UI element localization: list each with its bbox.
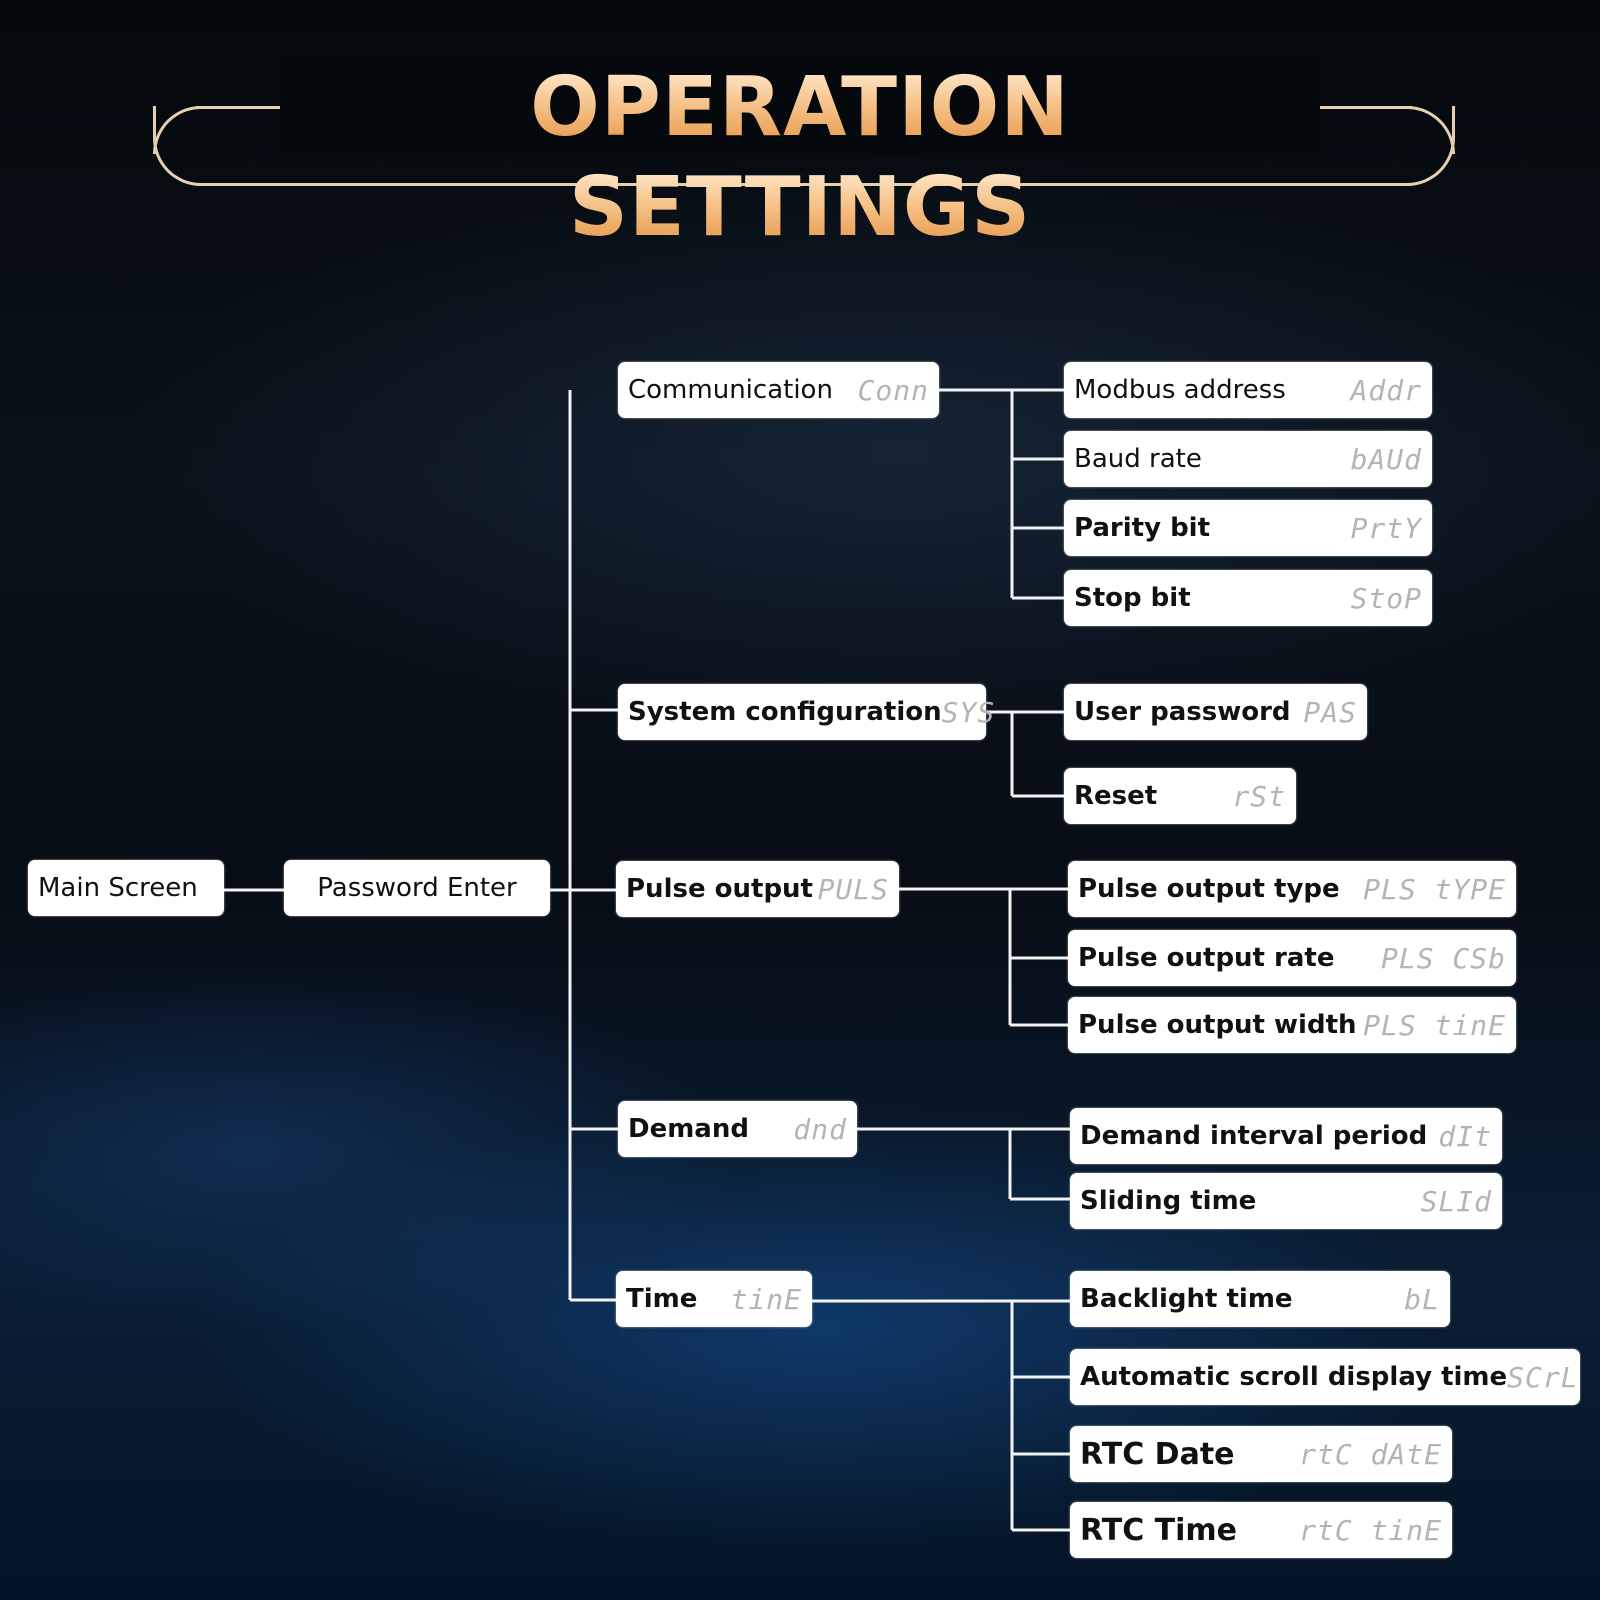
item-code: PLS tinE: [1363, 1008, 1506, 1042]
password-enter-label: Password Enter: [317, 873, 517, 903]
item-label: Parity bit: [1074, 513, 1211, 543]
item-pulse-output-rate: Pulse output rate PLS CSb: [1068, 930, 1516, 986]
item-code: PrtY: [1350, 511, 1422, 545]
item-code: rtC dAtE: [1299, 1437, 1442, 1471]
group-code: tinE: [730, 1282, 802, 1316]
item-label: Automatic scroll display time: [1080, 1362, 1508, 1392]
item-label: Stop bit: [1074, 583, 1191, 613]
item-label: Demand interval period: [1080, 1121, 1428, 1151]
group-system-configuration: System configuration SYS: [618, 684, 994, 740]
item-modbus-address: Modbus address Addr: [1064, 362, 1432, 418]
item-code: bL: [1404, 1282, 1440, 1316]
group-code: dnd: [793, 1112, 847, 1146]
group-demand: Demand dnd: [618, 1101, 857, 1157]
item-label: RTC Date: [1080, 1436, 1235, 1472]
item-label: Backlight time: [1080, 1284, 1293, 1314]
item-baud-rate: Baud rate bAUd: [1064, 431, 1432, 487]
item-reset: Reset rSt: [1064, 768, 1296, 824]
page-title: OPERATION SETTINGS: [280, 58, 1320, 255]
group-label: Time: [626, 1284, 698, 1314]
group-label: Pulse output: [626, 874, 813, 904]
item-rtc-time: RTC Time rtC tinE: [1070, 1502, 1452, 1558]
item-label: RTC Time: [1080, 1512, 1238, 1548]
group-code: Conn: [857, 373, 929, 407]
item-code: bAUd: [1350, 442, 1422, 476]
group-communication: Communication Conn: [618, 362, 939, 418]
item-sliding-time: Sliding time SLId: [1070, 1173, 1502, 1229]
group-label: Communication: [628, 375, 833, 405]
item-code: PLS tYPE: [1363, 872, 1506, 906]
group-code: PULS: [817, 872, 889, 906]
group-label: System configuration: [628, 697, 942, 727]
item-stop-bit: Stop bit StoP: [1064, 570, 1432, 626]
main-screen-label: Main Screen: [38, 873, 198, 903]
item-code: PLS CSb: [1380, 941, 1506, 975]
item-code: Addr: [1350, 373, 1422, 407]
item-code: SCrL: [1507, 1360, 1579, 1394]
item-code: rSt: [1232, 779, 1286, 813]
item-label: Sliding time: [1080, 1186, 1257, 1216]
item-automatic-scroll-display-time: Automatic scroll display time SCrL: [1070, 1349, 1580, 1405]
item-backlight-time: Backlight time bL: [1070, 1271, 1450, 1327]
item-label: User password: [1074, 697, 1291, 727]
group-code: SYS: [941, 695, 996, 729]
item-code: StoP: [1350, 581, 1422, 615]
group-pulse-output: Pulse output PULS: [616, 861, 899, 917]
group-time: Time tinE: [616, 1271, 812, 1327]
password-enter-node: Password Enter: [284, 860, 550, 916]
group-label: Demand: [628, 1114, 749, 1144]
item-demand-interval-period: Demand interval period dIt: [1070, 1108, 1502, 1164]
item-label: Pulse output width: [1078, 1010, 1357, 1040]
item-label: Pulse output rate: [1078, 943, 1335, 973]
item-label: Modbus address: [1074, 375, 1286, 405]
main-screen-node: Main Screen: [28, 860, 224, 916]
item-label: Baud rate: [1074, 444, 1202, 474]
item-code: rtC tinE: [1299, 1513, 1442, 1547]
item-label: Reset: [1074, 781, 1158, 811]
item-pulse-output-type: Pulse output type PLS tYPE: [1068, 861, 1516, 917]
item-code: dIt: [1438, 1119, 1492, 1153]
item-parity-bit: Parity bit PrtY: [1064, 500, 1432, 556]
item-pulse-output-width: Pulse output width PLS tinE: [1068, 997, 1516, 1053]
item-code: SLId: [1420, 1184, 1492, 1218]
item-user-password: User password PAS: [1064, 684, 1367, 740]
item-label: Pulse output type: [1078, 874, 1340, 904]
title-frame: [153, 106, 1455, 186]
item-code: PAS: [1303, 695, 1357, 729]
item-rtc-date: RTC Date rtC dAtE: [1070, 1426, 1452, 1482]
